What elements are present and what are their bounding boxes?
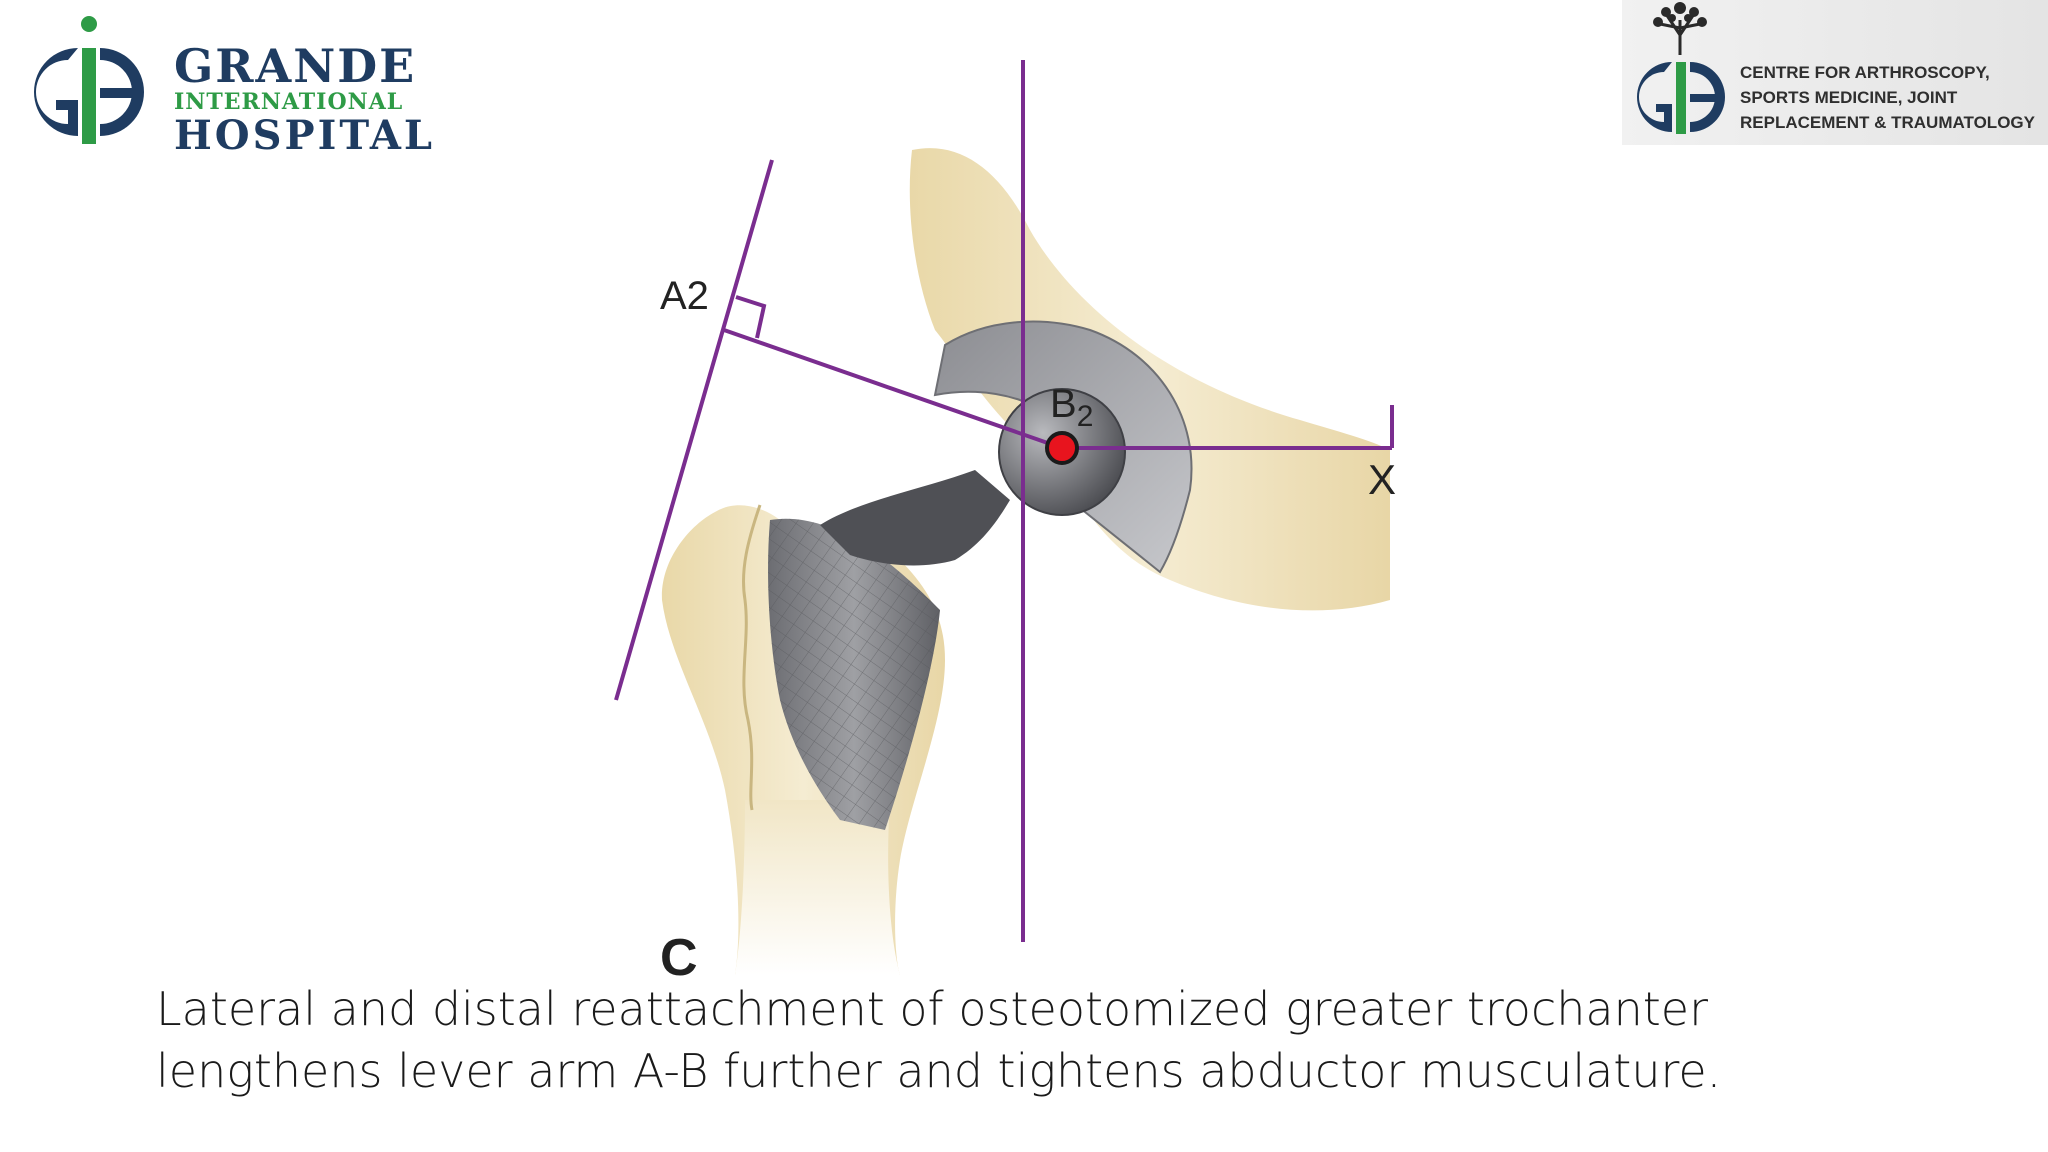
label-c: C <box>660 929 698 987</box>
centre-line-2: SPORTS MEDICINE, JOINT <box>1740 88 1958 107</box>
trochanter-tangent-line <box>614 159 774 701</box>
caption-line-2: lengthens lever arm A-B further and tigh… <box>156 1044 1722 1098</box>
grande-hospital-logo: GRANDE INTERNATIONAL HOSPITAL <box>8 8 432 158</box>
centre-line-3: REPLACEMENT & TRAUMATOLOGY <box>1740 113 2035 132</box>
label-b-sub: 2 <box>1076 400 1094 433</box>
acetabular-cup <box>933 320 1193 574</box>
gih-logo-icon <box>34 16 144 144</box>
label-b: B <box>1050 382 1077 426</box>
caption-line-1: Lateral and distal reattachment of osteo… <box>156 982 1708 1036</box>
femoral-neck <box>820 470 1010 566</box>
center-of-rotation-dot <box>1045 431 1079 465</box>
tree-gih-logo-icon <box>1637 2 1725 134</box>
label-b2: B2 <box>1050 382 1093 434</box>
centre-line-1: CENTRE FOR ARTHROSCOPY, <box>1740 63 1990 82</box>
logo-line-hospital: HOSPITAL <box>174 112 436 159</box>
label-a2: A2 <box>660 274 709 318</box>
logo-line-international: INTERNATIONAL <box>174 89 404 115</box>
trochanter-osteotomy-line <box>741 504 762 811</box>
right-angle-marker <box>735 295 767 339</box>
femur-shaft-fade <box>735 800 900 975</box>
measurement-lines <box>614 60 1394 942</box>
label-x: X <box>1368 456 1397 503</box>
arthroscopy-centre-logo: CENTRE FOR ARTHROSCOPY, SPORTS MEDICINE,… <box>1622 0 2048 145</box>
slide-caption: Lateral and distal reattachment of osteo… <box>156 978 1996 1102</box>
lever-arm-a2-b2 <box>723 328 1063 450</box>
logo-line-grande: GRANDE <box>174 39 417 93</box>
